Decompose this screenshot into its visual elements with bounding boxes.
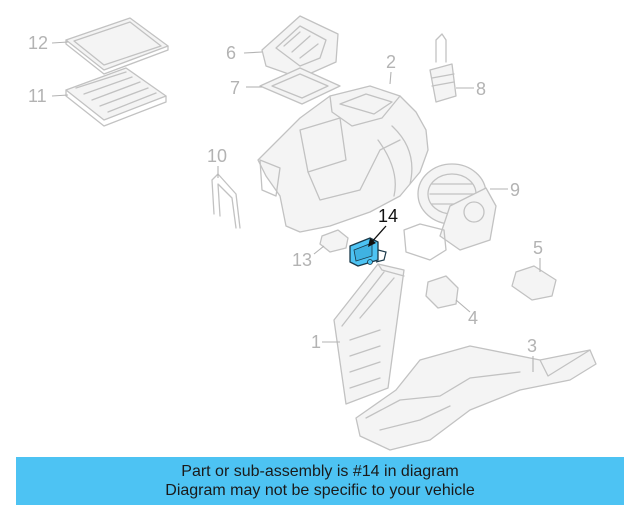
callout-label-13: 13 [292, 250, 312, 270]
part-5-clip [511, 265, 557, 301]
callout-label-6: 6 [226, 43, 236, 63]
banner-line-disclaimer: Diagram may not be specific to your vehi… [165, 482, 475, 499]
part-6-cover [261, 15, 339, 79]
part-2-housing [257, 85, 429, 233]
part-12-filter-frame [65, 17, 169, 75]
callout-label-7: 7 [230, 78, 240, 98]
part-11-filter-element [65, 67, 167, 127]
part-1-evaporator-core [333, 263, 405, 405]
callout-label-12: 12 [28, 33, 48, 53]
callout-label-10: 10 [207, 146, 227, 166]
leader-line-6 [243, 51, 263, 54]
callout-label-1: 1 [311, 332, 321, 352]
leader-line-13 [313, 245, 325, 255]
part-14-highlighted-module [349, 237, 387, 267]
banner-line-part-number: Part or sub-assembly is #14 in diagram [181, 463, 459, 480]
leader-arrow-14 [368, 238, 376, 247]
leader-line-11 [51, 94, 69, 97]
callout-label-8: 8 [476, 79, 486, 99]
callout-label-5: 5 [533, 238, 543, 258]
leader-line-4 [455, 299, 471, 313]
callout-label-4: 4 [468, 308, 478, 328]
callout-label-3: 3 [527, 336, 537, 356]
callout-label-14: 14 [378, 206, 398, 226]
callout-label-2: 2 [386, 52, 396, 72]
callout-label-11: 11 [28, 86, 47, 106]
leader-line-12 [51, 41, 69, 44]
callout-label-9: 9 [510, 180, 520, 200]
part-4-clip [425, 275, 459, 309]
part-8-sensor [429, 33, 457, 103]
part-9-blower-motor [403, 163, 497, 261]
part-3-lower-housing [355, 345, 597, 451]
part-10-bracket [211, 173, 241, 229]
leader-line-2 [389, 71, 392, 85]
part-13-connector [319, 229, 349, 253]
info-banner: Part or sub-assembly is #14 in diagram D… [16, 457, 624, 505]
parts-diagram: 12 11 6 7 8 2 [28, 15, 597, 451]
part-7-gasket [259, 67, 341, 105]
